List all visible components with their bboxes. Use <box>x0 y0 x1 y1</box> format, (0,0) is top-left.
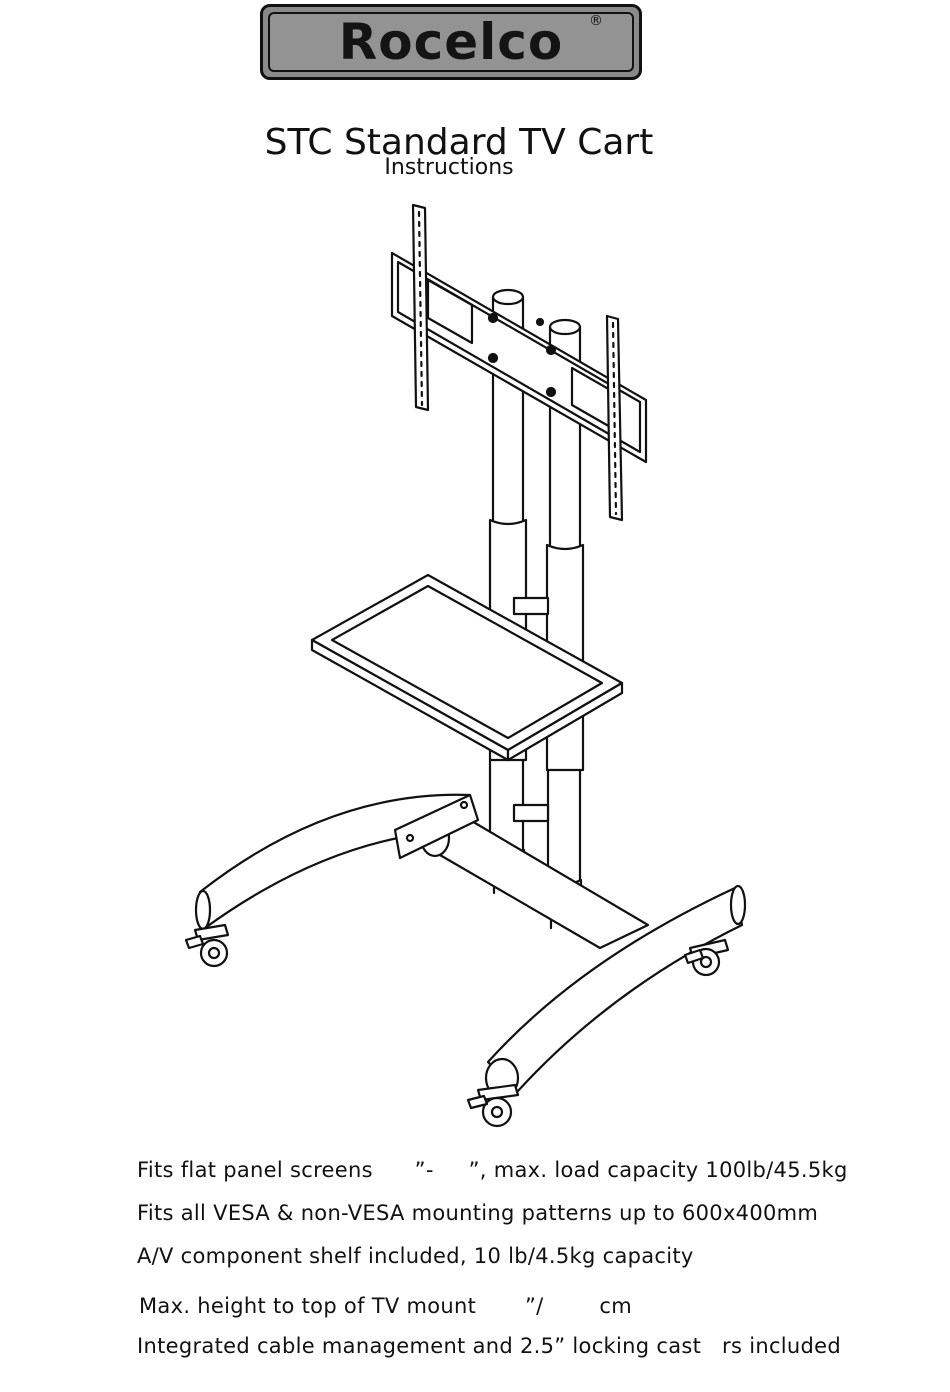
feature-item: Max. height to top of TV mount ”/ cm <box>139 1294 632 1318</box>
brand-name: Rocelco <box>338 13 564 71</box>
brand-logo: Rocelco ® <box>260 4 642 80</box>
tv-cart-illustration <box>184 203 747 1128</box>
feature-item: Fits all VESA & non-VESA mounting patter… <box>137 1201 819 1225</box>
pole-clamp-lower <box>512 803 550 823</box>
tv-mount-arm-right <box>605 314 624 522</box>
feature-item: Fits flat panel screens ”- ”, max. load … <box>137 1158 848 1182</box>
tv-mount-arm-left <box>411 203 430 412</box>
caster-wheel-back-right <box>683 938 730 977</box>
feature-item: A/V component shelf included, 10 lb/4.5k… <box>137 1244 694 1268</box>
document-subtitle: Instructions <box>384 155 514 180</box>
registered-trademark-icon: ® <box>589 13 603 29</box>
tv-mount-bracket <box>390 251 648 464</box>
caster-wheel-front-right <box>466 1083 520 1128</box>
document-title: STC Standard TV Cart <box>264 122 654 164</box>
av-component-shelf <box>310 573 624 762</box>
cart-base <box>194 793 747 1099</box>
feature-item: Integrated cable management and 2.5” loc… <box>137 1334 842 1358</box>
caster-wheel-front-left <box>184 923 230 968</box>
pole-clamp-upper <box>512 596 550 616</box>
brand-logo-plate: Rocelco <box>268 12 634 72</box>
